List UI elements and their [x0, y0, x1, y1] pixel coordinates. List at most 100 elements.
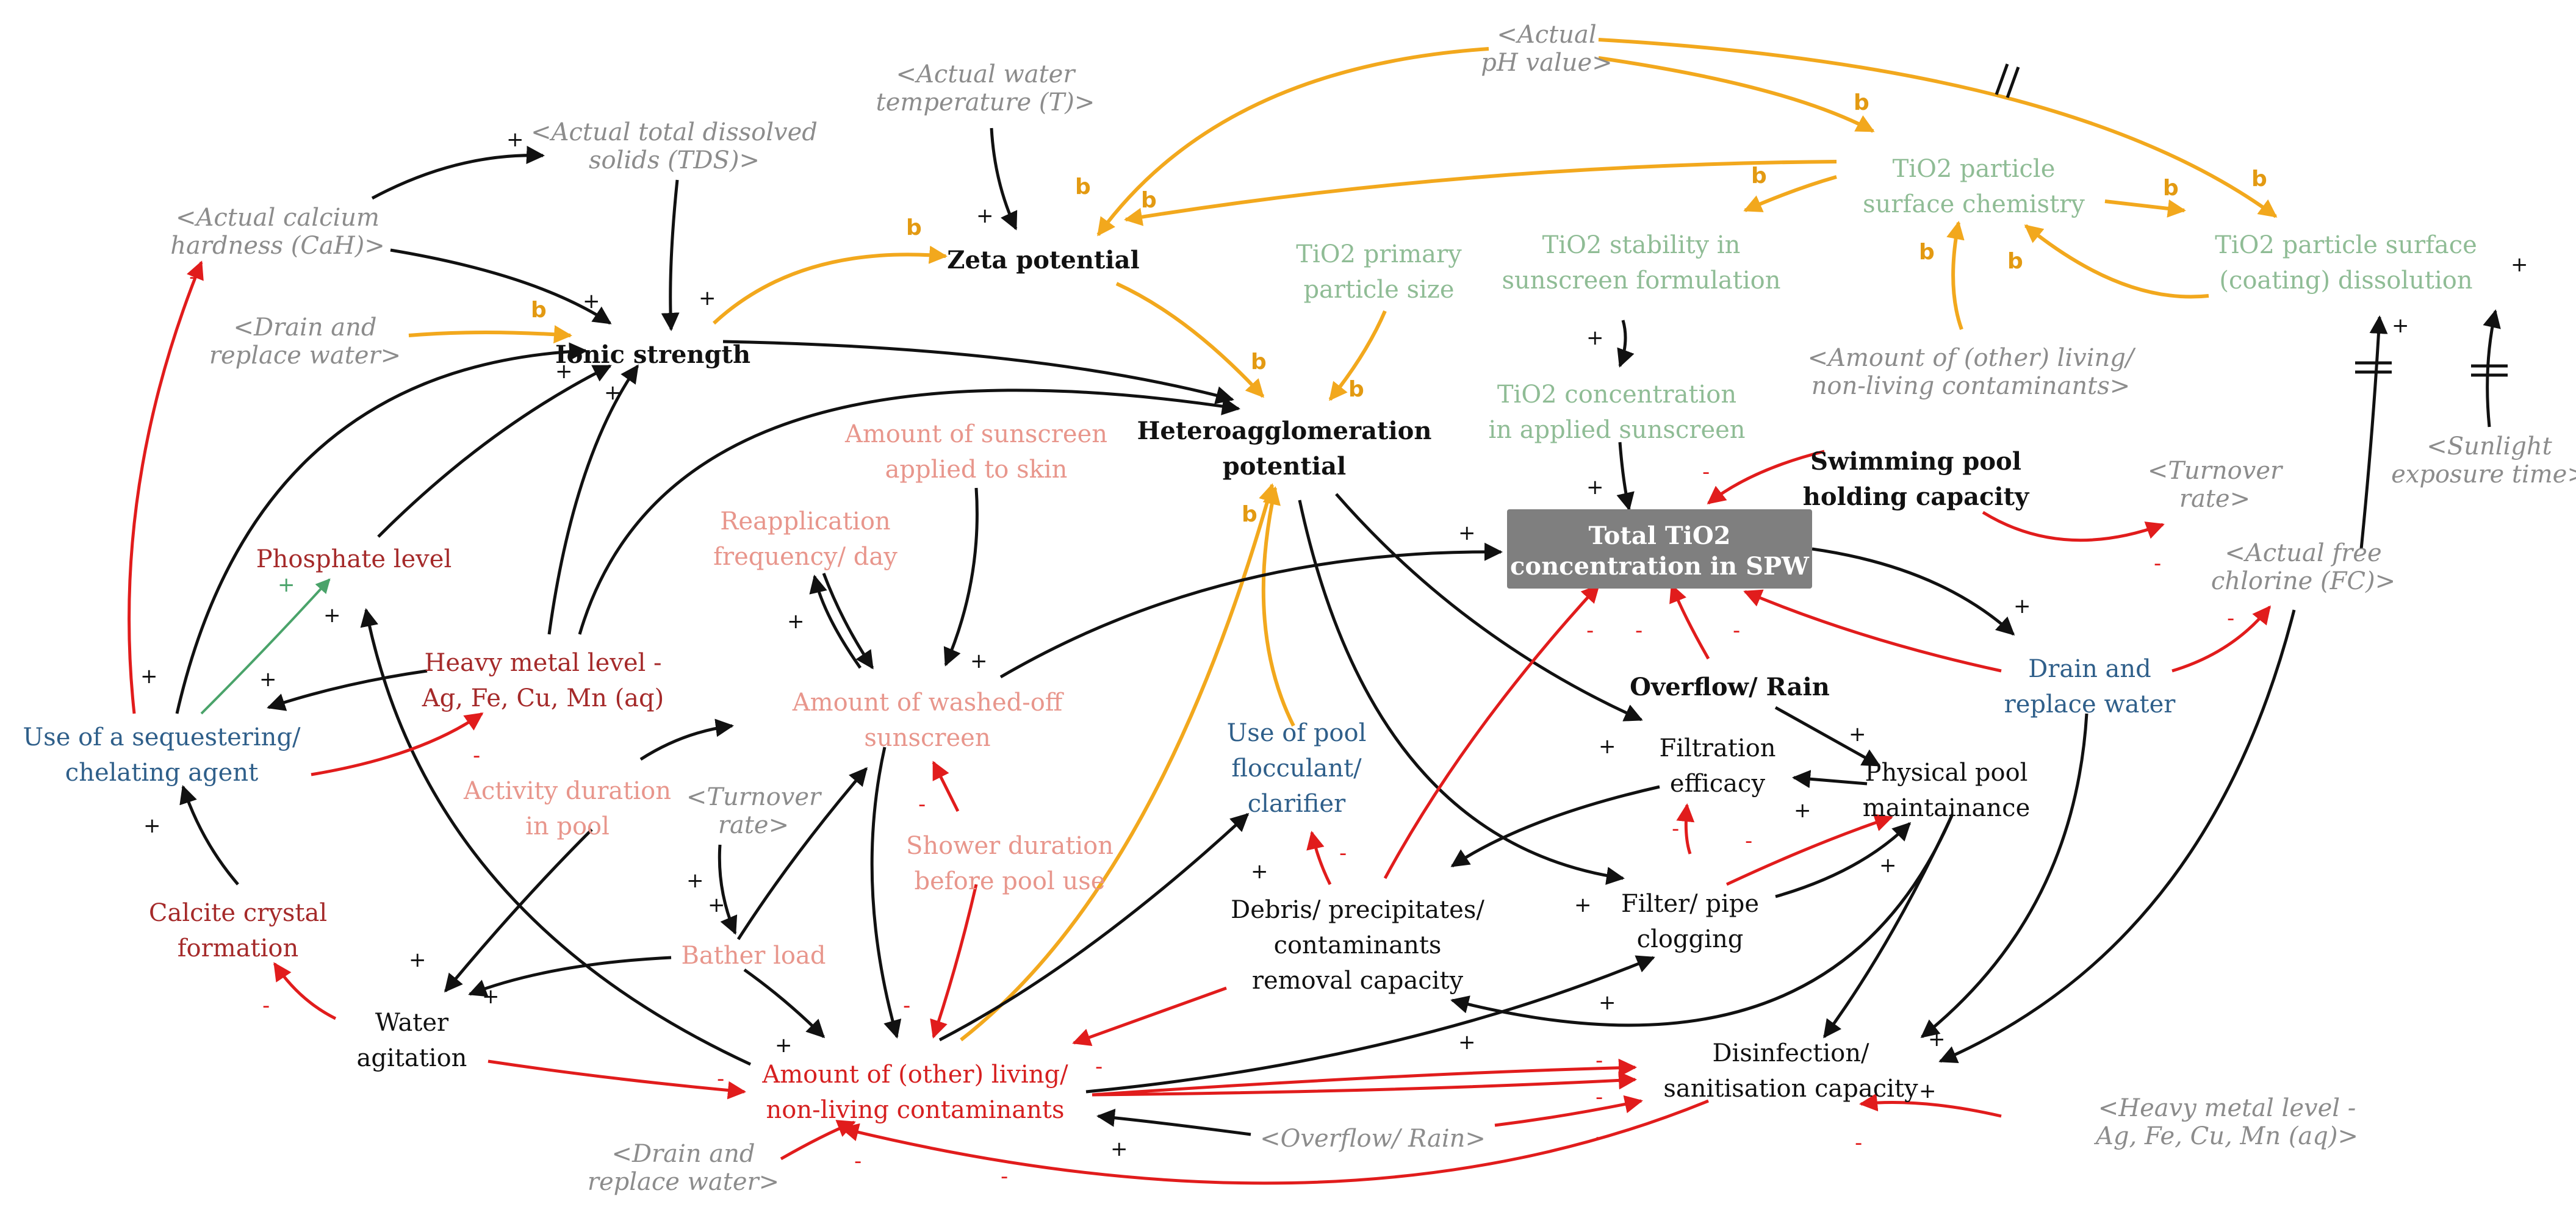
- polarity-plus: +: [1928, 1027, 1946, 1051]
- link-ph-to-surface-chem: [1598, 56, 1875, 133]
- polarity-minus: -: [1733, 618, 1740, 643]
- polarity-minus: -: [189, 265, 196, 289]
- node-amount-contaminants-shadow: <Amount of (other) living/non-living con…: [1808, 344, 2136, 400]
- polarity-b: b: [2163, 176, 2179, 201]
- polarity-plus: +: [323, 603, 341, 628]
- polarity-plus: +: [1919, 1079, 1937, 1103]
- polarity-minus: -: [1095, 1055, 1103, 1079]
- link-sequester-to-heavy-metal: [311, 712, 484, 776]
- node-tio2-surface-dissolution: TiO2 particle surface(coating) dissoluti…: [2215, 231, 2477, 295]
- link-flocculant-to-hetero: [1261, 486, 1295, 727]
- link-temp-to-zeta: [990, 127, 1018, 231]
- link-surface-chem-to-stability: [1743, 175, 1837, 212]
- polarity-plus: +: [699, 286, 716, 310]
- link-sequester-to-phosphate: [200, 578, 331, 715]
- node-amount-contaminants: Amount of (other) living/non-living cont…: [761, 1061, 1068, 1124]
- polarity-plus: +: [970, 649, 988, 673]
- link-hetero-to-filter-clog: [1298, 500, 1625, 885]
- polarity-plus: +: [1849, 722, 1866, 747]
- node-heavy-metal-shadow: <Heavy metal level -Ag, Fe, Cu, Mn (aq)>: [2093, 1094, 2358, 1150]
- link-shower-to-contaminants: [930, 884, 978, 1039]
- link-heavy-metal-to-sequester: [267, 669, 428, 711]
- polarity-minus: -: [1745, 829, 1752, 853]
- delay-mark-ph-dissolution-2: [2006, 66, 2020, 98]
- polarity-minus: -: [1339, 841, 1347, 865]
- polarity-minus: -: [262, 994, 270, 1018]
- link-debris-to-flocculant: [1306, 831, 1332, 886]
- link-washed-to-reapp: [809, 575, 862, 669]
- link-drain-to-disinfection: [1920, 713, 2089, 1038]
- node-sequestering-agent: Use of a sequestering/chelating agent: [23, 723, 301, 787]
- link-contaminants-to-disinfection-b: [1092, 1058, 1637, 1097]
- polarity-minus: -: [903, 994, 910, 1018]
- polarity-minus: -: [717, 1067, 724, 1091]
- link-surface-chem-to-zeta: [1124, 160, 1837, 226]
- link-ionic-to-zeta: [712, 245, 948, 325]
- polarity-plus: +: [686, 869, 704, 893]
- link-overflow-shadow-to-disinfection: [1494, 1095, 1643, 1127]
- link-shower-to-washed: [932, 761, 960, 812]
- link-maintenance-to-disinfection: [1822, 813, 1954, 1039]
- link-calcite-to-sequester: [179, 785, 239, 886]
- polarity-b: b: [2007, 249, 2023, 274]
- polarity-plus: +: [1586, 326, 1604, 350]
- link-sequester-to-cah: [128, 260, 204, 714]
- polarity-plus: +: [787, 609, 805, 634]
- polarity-plus: +: [775, 1033, 793, 1058]
- central-box: [1507, 509, 1812, 589]
- link-heavy-shadow-to-disinfection: [1859, 1093, 2002, 1118]
- polarity-minus: -: [918, 792, 926, 817]
- link-agitation-to-calcite: [273, 962, 337, 1020]
- polarity-plus: +: [583, 289, 600, 313]
- link-ph-to-dissolution: [1598, 38, 2278, 218]
- polarity-plus: +: [1574, 893, 1592, 917]
- node-overflow-rain-shadow: <Overflow/ Rain>: [1260, 1125, 1486, 1153]
- link-surface-chem-to-dissolution: [2104, 199, 2186, 218]
- link-agitation-to-contaminants: [487, 1059, 746, 1100]
- polarity-b: b: [1348, 377, 1364, 402]
- polarity-plus: +: [1110, 1137, 1128, 1161]
- link-filter-clog-to-maintenance: [1725, 814, 1893, 886]
- node-phosphate-level: Phosphate level: [256, 545, 452, 573]
- polarity-minus: -: [1635, 618, 1642, 643]
- polarity-b: b: [1251, 349, 1267, 374]
- polarity-plus: +: [1458, 1030, 1476, 1055]
- link-filtration-to-debris: [1450, 785, 1660, 868]
- link-bather-to-contaminants: [743, 968, 826, 1039]
- link-washed-to-total: [999, 542, 1503, 679]
- link-stability-to-conc: [1617, 320, 1635, 368]
- link-fc-to-disinfection: [1938, 609, 2296, 1064]
- polarity-plus: +: [140, 664, 158, 689]
- link-bather-to-agitation: [468, 956, 672, 997]
- node-bather-load: Bather load: [682, 942, 826, 970]
- node-disinfection-capacity: Disinfection/sanitisation capacity: [1663, 1039, 1918, 1103]
- polarity-plus: +: [259, 667, 277, 692]
- link-drain-to-fc: [2171, 605, 2271, 673]
- polarity-plus: +: [1586, 475, 1604, 500]
- link-bather-to-washed: [736, 767, 868, 940]
- polarity-plus: +: [143, 814, 161, 838]
- link-overflow-to-total: [1669, 584, 1710, 660]
- link-ionic-to-hetero: [722, 340, 1234, 404]
- polarity-minus: -: [1702, 460, 1710, 484]
- polarity-plus: +: [1458, 521, 1476, 545]
- link-total-to-drain: [1811, 547, 2015, 636]
- link-primary-size-to-hetero: [1328, 310, 1387, 401]
